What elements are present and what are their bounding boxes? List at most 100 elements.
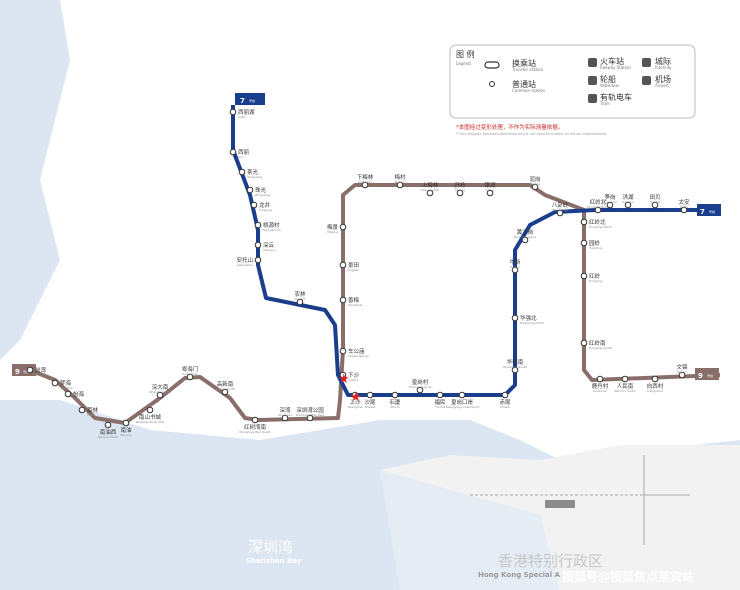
line7-station-label: 车公庙 [348, 347, 365, 355]
normal-station-symbol [489, 81, 495, 87]
line7-station-dot [254, 221, 262, 229]
disclaimer-note: *本图经过变形处理，不作为实际测量依据。 [456, 123, 563, 131]
region-shenzhen-bay: 深圳湾 [248, 538, 293, 556]
line9-stations: 前湾Qianwan梦海Menghai怡海Yihai荔林Lilin南油西Nanyo… [26, 173, 688, 439]
ferry-icon [588, 76, 597, 85]
line9-station-label-en: Meicun [395, 180, 406, 184]
line7-station-label: 华新 [509, 258, 521, 266]
line9-station-dot [621, 375, 629, 383]
line9-station-label: 园岭 [589, 239, 601, 247]
line7-station-label-en: Shawei [365, 405, 376, 409]
line7-station-dot [511, 366, 519, 374]
line7-station-label-en: Huangmugang [514, 235, 536, 239]
watermark: 搜狐号@搜狐焦点莱宾站 [562, 569, 694, 584]
line9-station-label: 前湾 [35, 366, 47, 374]
line9-station-label: 红岭南 [589, 339, 606, 347]
line7-station-label-en: Xilihu [238, 115, 246, 119]
line9-station-dot [580, 239, 588, 247]
line9-station-dot [339, 223, 347, 231]
line7-station-label-en: Huaqiang South [503, 365, 527, 369]
line9-station-label: 红岭北 [589, 218, 606, 226]
svg-text:号线: 号线 [249, 98, 255, 103]
line7-station-label-en: Shixia [390, 405, 399, 409]
line9-station-dot [456, 189, 464, 197]
tram-icon [588, 94, 597, 103]
line7-station-label-en: Hongling North [587, 205, 610, 209]
line9-station-label-en: Jingtian [347, 268, 359, 272]
line9-station-label-en: Hongling South [589, 346, 612, 350]
line9-station-label-en: Xiasha [348, 378, 358, 382]
line9-station-label: 深大南 [152, 383, 169, 391]
line9-station-label-en: Yinhu [486, 188, 494, 192]
line9-station-label-en: Nanshan Book Mall [136, 420, 165, 424]
line9-station-dot [251, 416, 259, 424]
line7-station-dot [556, 209, 564, 217]
line9-station-dot [78, 406, 86, 414]
line7-station-label-en: Chegongmiao [348, 354, 369, 358]
line9-station-label: 银湖 [484, 181, 496, 189]
line9-station-label: 景田 [348, 262, 359, 269]
line7-station-dot [229, 108, 237, 116]
legend-intercity-en: Intercity [655, 65, 672, 70]
line9-station-dot [678, 371, 686, 379]
line7-station-dot [594, 206, 602, 214]
line9-station-dot [651, 375, 659, 383]
line9-station-label: 鹿丹村 [592, 382, 609, 390]
interchange-symbol [484, 61, 500, 69]
line9-station-dot [104, 421, 112, 429]
line7-station-dot [366, 391, 374, 399]
legend-interchange: 换乘站 [512, 58, 536, 68]
sea-left [0, 0, 70, 360]
line9-station-label-en: Nanyou [120, 433, 132, 437]
line7-station-label: 皇岗口岸 [451, 398, 474, 406]
railway-icon [588, 58, 597, 67]
line9-station-label: 下梅林 [357, 173, 374, 181]
line7-station-label: 太安 [678, 198, 690, 206]
line9-station-label: 红树湾南 [244, 423, 267, 431]
line9-station-dot [531, 183, 539, 191]
line7-station-dot [250, 201, 258, 209]
svg-text:7: 7 [700, 208, 705, 216]
line9-station-label: 深圳湾公园 [296, 406, 324, 414]
line9-station-label-en: Hongling [589, 279, 602, 283]
line7-station-label-en: Chaguang [247, 175, 262, 179]
legend-ferry: 轮船 [600, 74, 616, 84]
line7-station-label: 石厦 [389, 399, 401, 406]
line7-station-label: 田贝 [649, 194, 661, 201]
line9-station-label: 梅村 [394, 173, 406, 181]
line9-station-label-en: Yuanling [589, 246, 602, 250]
line7-station-label: 西丽湖 [238, 108, 255, 116]
line7-station-dot [296, 298, 304, 306]
star-icon-shangsha: ★ [350, 390, 362, 405]
line9-station-label-en: Qianwan [35, 373, 48, 377]
line9-station-dot [64, 390, 72, 398]
line9-station-label: 人民南 [617, 382, 634, 390]
line9-station-dot [580, 339, 588, 347]
line9-station-label: 泥岗 [529, 175, 540, 183]
line9-station-label: 下沙 [348, 372, 360, 379]
line9-station-dot [580, 272, 588, 280]
line9-station-label: 南油西 [100, 428, 117, 436]
line7-station-dot [606, 201, 614, 209]
line7-station-label-en: Huanggangcun [409, 385, 432, 389]
line9-station-label-en: Gaoxin South [215, 387, 235, 391]
line7-station-label-en: Shangsha [348, 405, 363, 409]
line7-station-dot [521, 236, 529, 244]
line9-station-label-en: Mangrove Bay South [239, 430, 270, 434]
line9-station-dot [396, 181, 404, 189]
line7-station-label: 珠光 [255, 186, 267, 194]
svg-text:9: 9 [15, 368, 20, 376]
line7-station-label: 茶光 [247, 168, 259, 176]
line7-station-label-en: Longjing [259, 208, 272, 212]
line7-badge-top: 7 号线 [235, 93, 265, 105]
line7-station-dot [458, 391, 466, 399]
line9-station-dot [221, 388, 229, 396]
svg-text:号线: 号线 [23, 369, 29, 374]
legend-tram: 有轨电车 [600, 92, 632, 102]
line9-station-label: 梦海 [60, 379, 72, 387]
line7-station-dot [416, 386, 424, 394]
line9-badge-right: 9 号线 [695, 368, 719, 380]
line9-station-label: 南山书城 [139, 413, 162, 421]
legend-tram-en: Tram [599, 101, 610, 106]
line7-station-dot [229, 148, 237, 156]
